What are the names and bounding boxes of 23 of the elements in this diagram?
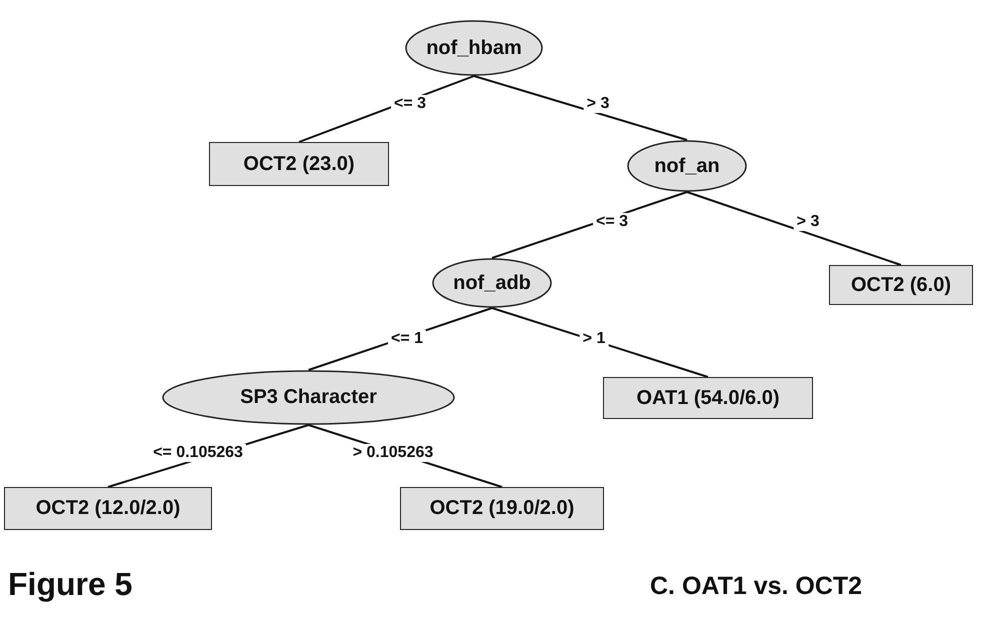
leaf-box bbox=[209, 142, 389, 186]
node-text: OCT2 (12.0/2.0) bbox=[36, 497, 180, 520]
decision-ellipse bbox=[405, 20, 543, 76]
figure-label: Figure 5 bbox=[8, 566, 132, 603]
leaf-box bbox=[603, 377, 813, 419]
decision-ellipse bbox=[627, 140, 747, 192]
node-text: nof_adb bbox=[453, 272, 531, 294]
leaf-box bbox=[4, 487, 212, 530]
leaf-box bbox=[400, 487, 604, 530]
node-text: OCT2 (6.0) bbox=[850, 274, 952, 296]
connector-line bbox=[686, 191, 902, 266]
panel-title: C. OAT1 vs. OCT2 bbox=[650, 572, 862, 601]
node-text: OAT1 (54.0/6.0) bbox=[636, 386, 780, 410]
leaf-box bbox=[829, 265, 973, 305]
decision-ellipse bbox=[432, 258, 552, 308]
node-text: nof_an bbox=[654, 154, 720, 178]
connector-line bbox=[474, 75, 688, 141]
edge-label: > 1 bbox=[580, 330, 608, 348]
node-text: SP3 Character bbox=[240, 386, 377, 409]
node-text: OCT2 (23.0) bbox=[243, 152, 355, 176]
node-text: OCT2 (19.0/2.0) bbox=[430, 497, 574, 520]
decision-ellipse bbox=[162, 370, 455, 425]
node-text: nof_hbam bbox=[426, 36, 522, 60]
